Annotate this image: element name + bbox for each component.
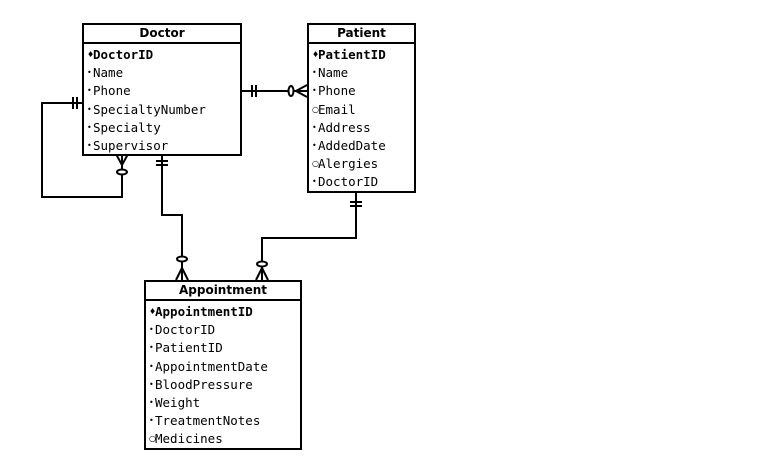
- attribute-name: Phone: [318, 83, 356, 99]
- required-marker-icon: •: [87, 86, 92, 96]
- attribute-name: BloodPressure: [155, 376, 253, 392]
- attribute-name: Weight: [155, 394, 201, 410]
- doctor-attribute: •Name: [87, 64, 240, 82]
- optional-marker-icon: ○: [312, 104, 319, 114]
- attribute-name: Email: [318, 101, 356, 117]
- primary-key-marker-icon: ♦: [312, 50, 320, 59]
- patient-entity[interactable]: Patient ♦PatientID •Name •Phone ○Email •…: [307, 23, 416, 193]
- doctor-attribute: ♦DoctorID: [87, 46, 240, 64]
- patient-attribute: •Phone: [312, 82, 414, 100]
- attribute-name: Alergies: [318, 156, 379, 172]
- patient-entity-title: Patient: [309, 25, 414, 44]
- patient-attribute: ○Email: [312, 101, 414, 119]
- doctor-entity-title: Doctor: [84, 25, 240, 44]
- required-marker-icon: •: [149, 416, 154, 426]
- patient-attribute: •DoctorID: [312, 173, 414, 191]
- attribute-name: Phone: [93, 83, 131, 99]
- required-marker-icon: •: [312, 86, 317, 96]
- attribute-name: DoctorID: [155, 322, 216, 338]
- relationship-doctor-supervisor: [41, 97, 129, 198]
- appointment-attribute: ♦AppointmentID: [149, 303, 300, 321]
- required-marker-icon: •: [87, 122, 92, 132]
- required-marker-icon: •: [149, 379, 154, 389]
- appointment-attribute: •DoctorID: [149, 321, 300, 339]
- required-marker-icon: •: [149, 325, 154, 335]
- doctor-attribute: •Phone: [87, 82, 240, 100]
- doctor-attribute-list: ♦DoctorID •Name •Phone •SpecialtyNumber …: [84, 44, 240, 155]
- patient-attribute: ○Alergies: [312, 155, 414, 173]
- attribute-name: Name: [93, 65, 124, 81]
- attribute-name: Supervisor: [93, 137, 169, 153]
- doctor-entity[interactable]: Doctor ♦DoctorID •Name •Phone •Specialty…: [82, 23, 242, 156]
- attribute-name: SpecialtyNumber: [93, 101, 206, 117]
- required-marker-icon: •: [87, 140, 92, 150]
- patient-attribute: •Address: [312, 119, 414, 137]
- attribute-name: PatientID: [155, 340, 223, 356]
- doctor-attribute: •Supervisor: [87, 137, 240, 155]
- doctor-attribute: •Specialty: [87, 119, 240, 137]
- appointment-attribute: •PatientID: [149, 339, 300, 357]
- required-marker-icon: •: [312, 140, 317, 150]
- patient-attribute: •AddedDate: [312, 137, 414, 155]
- appointment-attribute: •BloodPressure: [149, 376, 300, 394]
- appointment-attribute: •AppointmentDate: [149, 358, 300, 376]
- required-marker-icon: •: [312, 68, 317, 78]
- relationship-doctor-appointment: [156, 154, 189, 281]
- attribute-name: AppointmentDate: [155, 358, 268, 374]
- attribute-name: TreatmentNotes: [155, 413, 261, 429]
- patient-attribute: •Name: [312, 64, 414, 82]
- attribute-name: PatientID: [318, 47, 386, 62]
- optional-marker-icon: ○: [149, 434, 156, 444]
- relationship-patient-appointment: [255, 191, 362, 281]
- relationship-doctor-patient: [241, 84, 308, 98]
- attribute-name: AddedDate: [318, 137, 386, 153]
- appointment-attribute: •Weight: [149, 394, 300, 412]
- primary-key-marker-icon: ♦: [149, 307, 157, 316]
- appointment-attribute-list: ♦AppointmentID •DoctorID •PatientID •App…: [146, 301, 300, 449]
- required-marker-icon: •: [149, 397, 154, 407]
- patient-attribute-list: ♦PatientID •Name •Phone ○Email •Address …: [309, 44, 414, 192]
- attribute-name: Address: [318, 119, 371, 135]
- attribute-name: Specialty: [93, 119, 161, 135]
- required-marker-icon: •: [312, 122, 317, 132]
- patient-attribute: ♦PatientID: [312, 46, 414, 64]
- appointment-entity[interactable]: Appointment ♦AppointmentID •DoctorID •Pa…: [144, 280, 302, 450]
- attribute-name: Name: [318, 65, 349, 81]
- attribute-name: Medicines: [155, 431, 223, 447]
- attribute-name: DoctorID: [93, 47, 154, 62]
- primary-key-marker-icon: ♦: [87, 50, 95, 59]
- required-marker-icon: •: [87, 104, 92, 114]
- appointment-attribute: •TreatmentNotes: [149, 412, 300, 430]
- required-marker-icon: •: [87, 68, 92, 78]
- attribute-name: AppointmentID: [155, 304, 253, 319]
- appointment-attribute: ○Medicines: [149, 430, 300, 448]
- required-marker-icon: •: [149, 361, 154, 371]
- required-marker-icon: •: [312, 177, 317, 187]
- required-marker-icon: •: [149, 343, 154, 353]
- attribute-name: DoctorID: [318, 174, 379, 190]
- optional-marker-icon: ○: [312, 159, 319, 169]
- doctor-attribute: •SpecialtyNumber: [87, 101, 240, 119]
- appointment-entity-title: Appointment: [146, 282, 300, 301]
